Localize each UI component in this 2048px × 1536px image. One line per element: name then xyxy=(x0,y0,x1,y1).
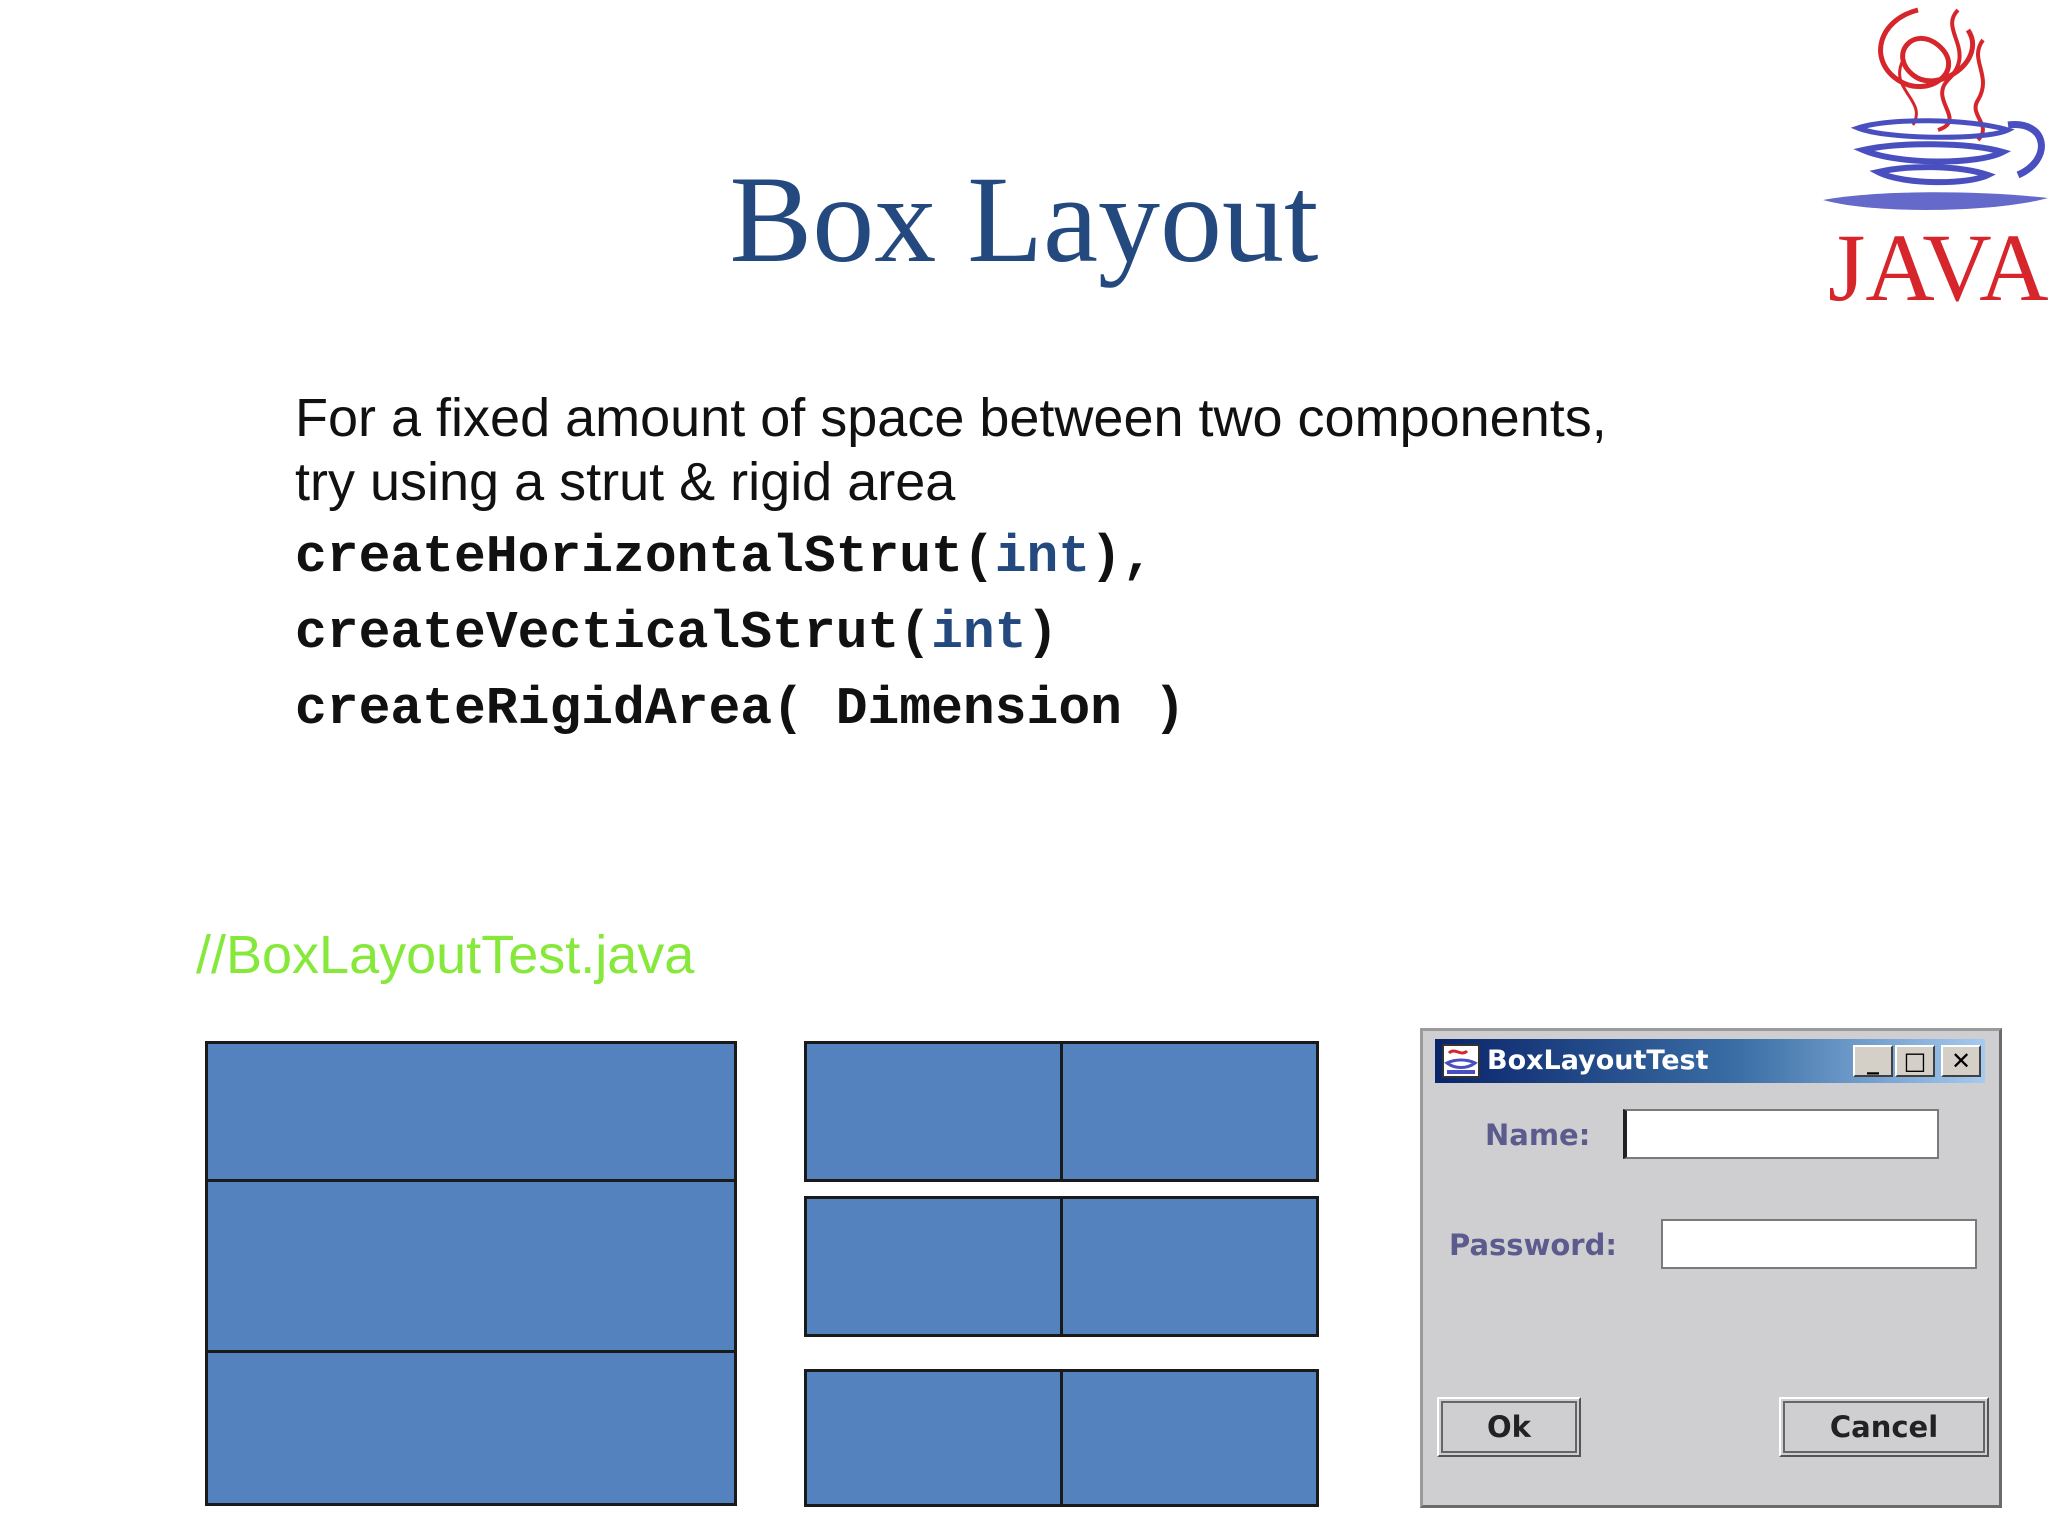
code-keyword: int xyxy=(994,527,1091,587)
code-line-vertical-strut: createVecticalStrut(int) xyxy=(295,607,1058,660)
diagram-box xyxy=(205,1179,737,1353)
description-line-2: try using a strut & rigid area xyxy=(295,452,956,512)
close-icon[interactable]: ✕ xyxy=(1941,1045,1981,1077)
code-tail: ), xyxy=(1090,527,1154,587)
source-filename: //BoxLayoutTest.java xyxy=(196,925,695,985)
code-fn: createRigidArea( Dimension ) xyxy=(295,679,1186,739)
app-icon xyxy=(1442,1044,1480,1078)
code-line-horizontal-strut: createHorizontalStrut(int), xyxy=(295,531,1154,584)
diagram-box xyxy=(1060,1196,1319,1337)
maximize-icon[interactable]: □ xyxy=(1895,1045,1935,1077)
logo-text: JAVA xyxy=(1828,214,2048,320)
description-line-1: For a fixed amount of space between two … xyxy=(295,388,1607,448)
minimize-icon[interactable]: _ xyxy=(1853,1045,1893,1077)
diagram-box xyxy=(205,1350,737,1506)
cancel-button[interactable]: Cancel xyxy=(1779,1397,1989,1457)
code-fn: createHorizontalStrut( xyxy=(295,527,995,587)
diagram-box xyxy=(1060,1369,1319,1507)
java-logo-icon: JAVA xyxy=(1823,7,2048,320)
password-label: Password: xyxy=(1449,1228,1617,1262)
name-input[interactable] xyxy=(1623,1109,1939,1159)
boxlayouttest-window: BoxLayoutTest _ □ ✕ Name: Password: Ok C… xyxy=(1420,1028,2002,1508)
diagram-box xyxy=(804,1369,1063,1507)
window-title: BoxLayoutTest xyxy=(1487,1045,1709,1076)
window-titlebar[interactable]: BoxLayoutTest _ □ ✕ xyxy=(1435,1039,1985,1083)
code-tail: ) xyxy=(1026,603,1059,663)
diagram-box xyxy=(1060,1041,1319,1182)
code-keyword: int xyxy=(931,603,1027,663)
code-fn: createVecticalStrut( xyxy=(295,603,932,663)
ok-button[interactable]: Ok xyxy=(1437,1397,1581,1457)
diagram-box xyxy=(804,1041,1063,1182)
slide-title: Box Layout xyxy=(729,151,1319,288)
description: For a fixed amount of space between two … xyxy=(295,386,1607,514)
code-line-rigid-area: createRigidArea( Dimension ) xyxy=(295,683,1186,736)
diagram-box xyxy=(804,1196,1063,1337)
diagram-box xyxy=(205,1041,737,1182)
password-input[interactable] xyxy=(1661,1219,1977,1269)
name-label: Name: xyxy=(1485,1118,1591,1152)
